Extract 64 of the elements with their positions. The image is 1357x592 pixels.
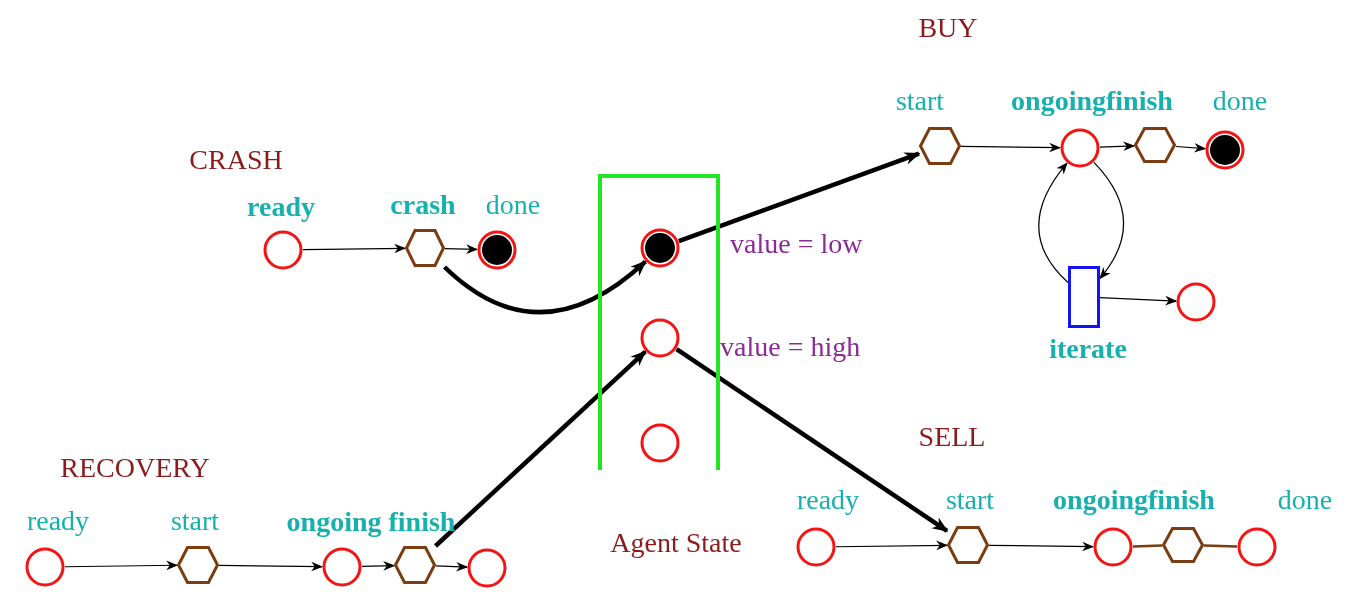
arrow [678, 151, 921, 244]
state-circle [640, 318, 680, 358]
state-label: start [945, 483, 995, 517]
arrow [1038, 162, 1069, 284]
iterate-box [1068, 266, 1100, 328]
arrow [433, 349, 647, 548]
final-state-circle [1205, 130, 1245, 170]
group-title: BUY [918, 11, 978, 45]
transition-hexagon [919, 127, 961, 165]
transition-hexagon [947, 526, 989, 564]
state-label: done [485, 188, 541, 222]
state-label: ready [247, 190, 315, 224]
state-circle [1237, 527, 1277, 567]
value-label: value = high [720, 330, 861, 364]
state-circle [263, 230, 303, 270]
state-label: ongoing finish [286, 505, 456, 539]
arrow [444, 244, 479, 254]
state-circle [1060, 128, 1100, 168]
state-label: ongoingfinish [1053, 483, 1215, 517]
transition-hexagon [1134, 127, 1176, 163]
arrow [1099, 295, 1178, 306]
arrow [960, 142, 1062, 153]
state-label: ready [796, 483, 860, 517]
arrow [435, 561, 469, 572]
transition-hexagon [405, 229, 445, 267]
arrow [675, 347, 949, 533]
state-circle [467, 548, 507, 588]
state-label: crash [390, 188, 456, 222]
arrow [1175, 143, 1207, 153]
state-circle [25, 547, 65, 587]
state-circle [796, 527, 836, 567]
transition-hexagon [177, 546, 219, 584]
state-label: ready [26, 504, 90, 538]
group-title: RECOVERY [60, 451, 210, 485]
transition-hexagon [1162, 527, 1204, 563]
arrow [835, 540, 949, 551]
arrow [218, 561, 324, 572]
state-circle [322, 547, 362, 587]
group-title: SELL [918, 420, 986, 454]
agent-state-frame [598, 174, 720, 470]
arrow [443, 259, 647, 315]
arrow [1093, 161, 1125, 280]
state-label: done [1212, 84, 1268, 118]
arrow [64, 560, 179, 571]
state-label: iterate [1049, 332, 1127, 366]
state-label: start [170, 504, 220, 538]
state-circle [640, 423, 680, 463]
arrow [302, 243, 407, 254]
group-title: Agent State [610, 526, 742, 560]
final-state-circle [477, 230, 517, 270]
state-circle [1093, 527, 1133, 567]
connector-line [1203, 544, 1238, 548]
final-state-circle [640, 228, 680, 268]
value-label: value = low [730, 227, 863, 261]
state-label: ongoingfinish [1011, 84, 1173, 118]
arrow [988, 541, 1095, 552]
group-title: CRASH [189, 143, 283, 177]
state-label: done [1277, 483, 1333, 517]
connector-line [1132, 544, 1163, 548]
arrow [361, 561, 396, 571]
transition-hexagon [394, 546, 436, 584]
arrow [1099, 141, 1136, 152]
state-label: start [895, 84, 945, 118]
state-circle [1176, 282, 1216, 322]
